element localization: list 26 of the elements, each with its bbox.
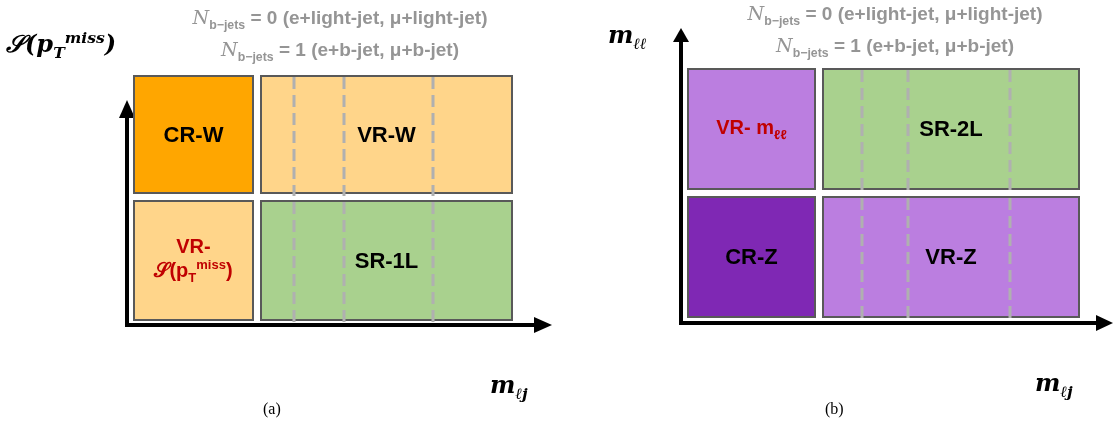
panel-label: (a) [263,400,281,418]
region-box [133,200,254,321]
selection-label: N$_{b−jets}$ = 0 (e+light-jet, μ+light-jet) [192,6,488,32]
region-label: VR-Z [925,244,977,270]
region-label: VR- m$_{ℓℓ}$ [716,115,787,143]
region-box [687,68,816,190]
panel-label: (b) [825,400,844,418]
axis-label: 𝒮(p$_{T}$$^{miss}$) [6,28,117,62]
selection-label: N$_{b−jets}$ = 1 (e+b-jet, μ+b-jet) [776,34,1014,60]
region-box [822,196,1080,318]
axis-label: m$_{ℓj}$ [1035,368,1073,401]
region-label: CR-W [163,121,224,148]
region-label: VR-W [357,121,416,148]
region-label: CR-Z [725,244,778,270]
axis-label: m$_{ℓℓ}$ [608,20,647,53]
region-label: VR- 𝒮(p$_{T}$$^{miss}$) [152,235,234,286]
axis-label: m$_{ℓj}$ [490,370,528,403]
region-box [133,75,254,194]
region-box [260,75,513,194]
selection-label: N$_{b−jets}$ = 1 (e+b-jet, μ+b-jet) [221,38,459,64]
region-box [687,196,816,318]
region-box [260,200,513,321]
region-box [822,68,1080,190]
selection-label: N$_{b−jets}$ = 0 (e+light-jet, μ+light-jet) [747,2,1043,28]
region-label: SR-1L [354,247,419,274]
region-label: SR-2L [919,116,983,142]
